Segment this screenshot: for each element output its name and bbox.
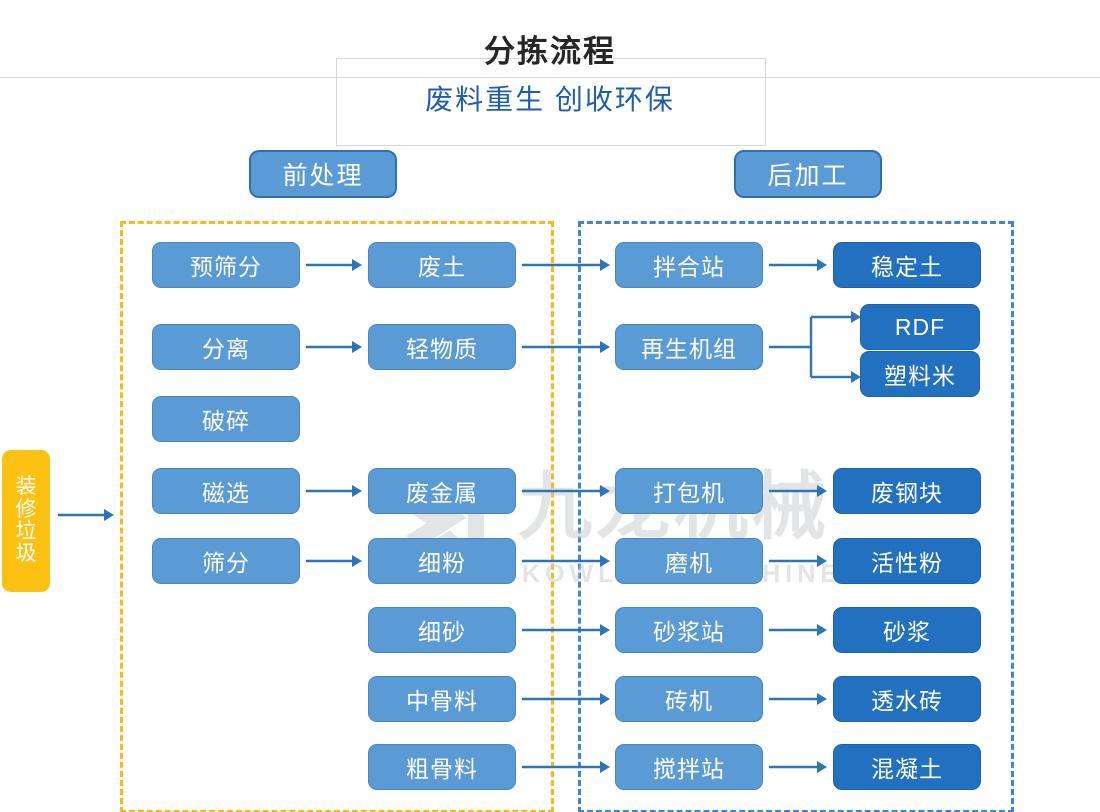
stage-label-post-processing[interactable]: 后加工 [734,150,882,198]
node-scrap-steel-block[interactable]: 废钢块 [833,468,981,514]
node-active-powder[interactable]: 活性粉 [833,538,981,584]
node-mixing-station[interactable]: 拌合站 [615,242,763,288]
node-separation[interactable]: 分离 [152,324,300,370]
node-rdf[interactable]: RDF [860,304,980,350]
node-pre-screening[interactable]: 预筛分 [152,242,300,288]
page-subtitle: 废料重生 创收环保 [425,84,675,115]
node-mill[interactable]: 磨机 [615,538,763,584]
node-crushing[interactable]: 破碎 [152,396,300,442]
stage-label-pre-treatment[interactable]: 前处理 [249,150,397,198]
node-mortar[interactable]: 砂浆 [833,607,981,653]
node-stabilized-soil[interactable]: 稳定土 [833,242,981,288]
node-magnetic-separation[interactable]: 磁选 [152,468,300,514]
node-mortar-station[interactable]: 砂浆站 [615,607,763,653]
group-panel-post-processing [578,221,1014,812]
title-frame [336,58,766,146]
node-permeable-brick[interactable]: 透水砖 [833,676,981,722]
title-horizontal-rule [0,77,1100,78]
node-plastic-pellets[interactable]: 塑料米 [860,351,980,397]
source-node-label: 装修垃圾 [15,475,37,566]
node-light-material[interactable]: 轻物质 [368,324,516,370]
node-fine-sand[interactable]: 细砂 [368,607,516,653]
node-batching-station[interactable]: 搅拌站 [615,744,763,790]
node-scrap-metal[interactable]: 废金属 [368,468,516,514]
node-fine-powder[interactable]: 细粉 [368,538,516,584]
node-medium-aggregate[interactable]: 中骨料 [368,676,516,722]
group-panel-pre-treatment [120,221,554,812]
node-coarse-aggregate[interactable]: 粗骨料 [368,744,516,790]
node-concrete[interactable]: 混凝土 [833,744,981,790]
node-baler[interactable]: 打包机 [615,468,763,514]
node-screening[interactable]: 筛分 [152,538,300,584]
node-brick-machine[interactable]: 砖机 [615,676,763,722]
source-node-renovation-waste[interactable]: 装修垃圾 [2,450,50,592]
page-title: 分拣流程 [484,34,616,69]
arrow-src-to-presc [58,505,114,525]
node-waste-soil[interactable]: 废土 [368,242,516,288]
node-regeneration-unit[interactable]: 再生机组 [615,324,763,370]
